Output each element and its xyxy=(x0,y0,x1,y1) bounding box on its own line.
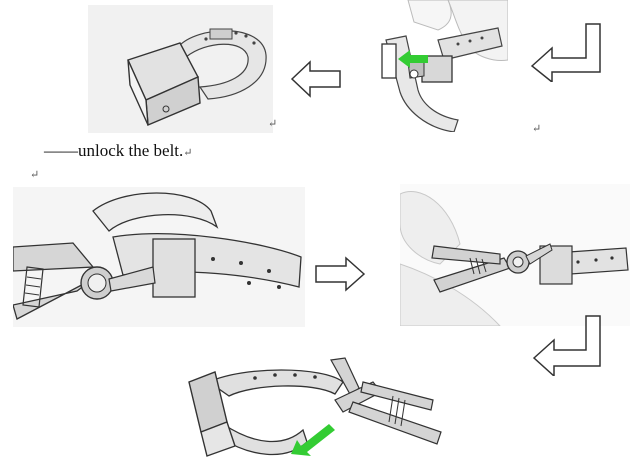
caption-text: unlock the belt. xyxy=(78,141,184,160)
paragraph-mark-top-left: ↵ xyxy=(268,118,278,130)
panel-hand-pliers xyxy=(400,184,630,326)
l-arrow-outline-icon-mid xyxy=(532,314,604,376)
caption-unlock-belt: ——unlock the belt.↵ xyxy=(44,141,193,163)
caption-dash: —— xyxy=(44,141,78,160)
caption-paragraph-mark: ↵ xyxy=(183,147,193,159)
paragraph-mark-mid-left: ↵ xyxy=(30,169,40,181)
green-arrow-icon xyxy=(398,50,428,68)
paragraph-mark-top-right: ↵ xyxy=(532,123,542,135)
belt-open-illustration xyxy=(188,357,442,457)
device-closed-illustration xyxy=(88,5,273,133)
green-arrow-icon xyxy=(291,424,335,456)
panel-belt-open xyxy=(183,352,445,470)
l-arrow-outline-icon-top xyxy=(530,22,604,82)
pliers-strap-illustration xyxy=(13,187,305,327)
panel-buckle-open xyxy=(378,0,508,132)
left-arrow-outline-icon xyxy=(290,60,342,98)
panel-device-closed xyxy=(88,5,273,133)
right-arrow-outline-icon xyxy=(314,256,366,292)
hand-pliers-illustration xyxy=(400,184,630,326)
panel-pliers-strap xyxy=(13,187,305,327)
